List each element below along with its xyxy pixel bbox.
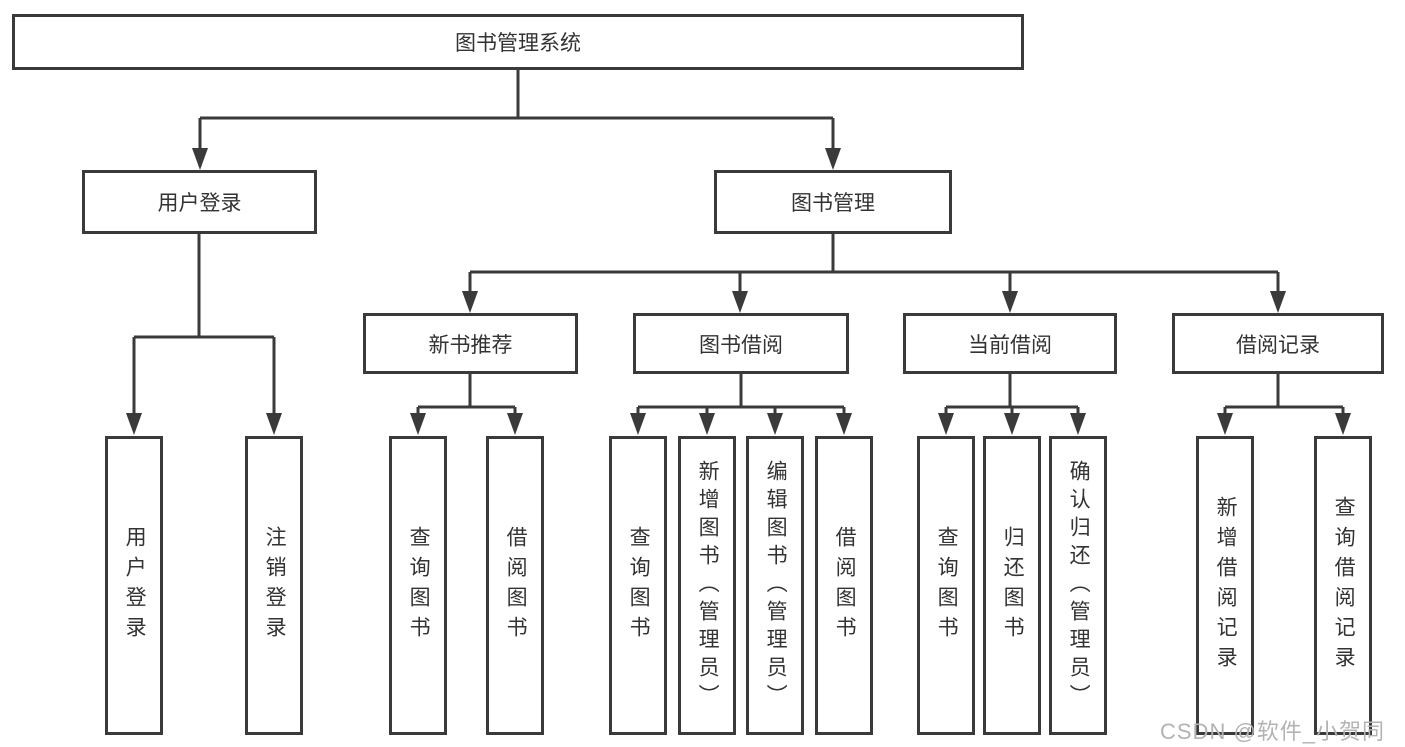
leaf-edit-book-admin: 编辑图书（管理员） (746, 436, 804, 735)
leaf-query-books-2: 查询图书 (609, 436, 667, 735)
leaf-return-book: 归还图书 (983, 436, 1041, 735)
leaf-add-book-admin: 新增图书（管理员） (678, 436, 736, 735)
node-borrowing-records: 借阅记录 (1172, 313, 1384, 374)
leaf-query-borrow-record: 查询借阅记录 (1314, 436, 1372, 735)
node-current-borrowing: 当前借阅 (903, 313, 1117, 374)
node-book-management: 图书管理 (714, 170, 952, 234)
leaf-confirm-return-admin: 确认归还（管理员） (1049, 436, 1107, 735)
node-root: 图书管理系统 (12, 14, 1024, 70)
leaf-borrow-books-1: 借阅图书 (486, 436, 544, 735)
leaf-query-books-3: 查询图书 (917, 436, 975, 735)
leaf-query-books-1: 查询图书 (389, 436, 447, 735)
node-user-login: 用户登录 (82, 170, 317, 234)
node-book-borrowing: 图书借阅 (633, 313, 849, 374)
node-new-book-recommend: 新书推荐 (363, 313, 578, 374)
leaf-add-borrow-record: 新增借阅记录 (1196, 436, 1254, 735)
leaf-logout: 注销登录 (245, 436, 303, 735)
leaf-borrow-books-2: 借阅图书 (815, 436, 873, 735)
leaf-user-login: 用户登录 (105, 436, 163, 735)
csdn-watermark: CSDN @软件_小贺同学 (1160, 719, 1386, 744)
